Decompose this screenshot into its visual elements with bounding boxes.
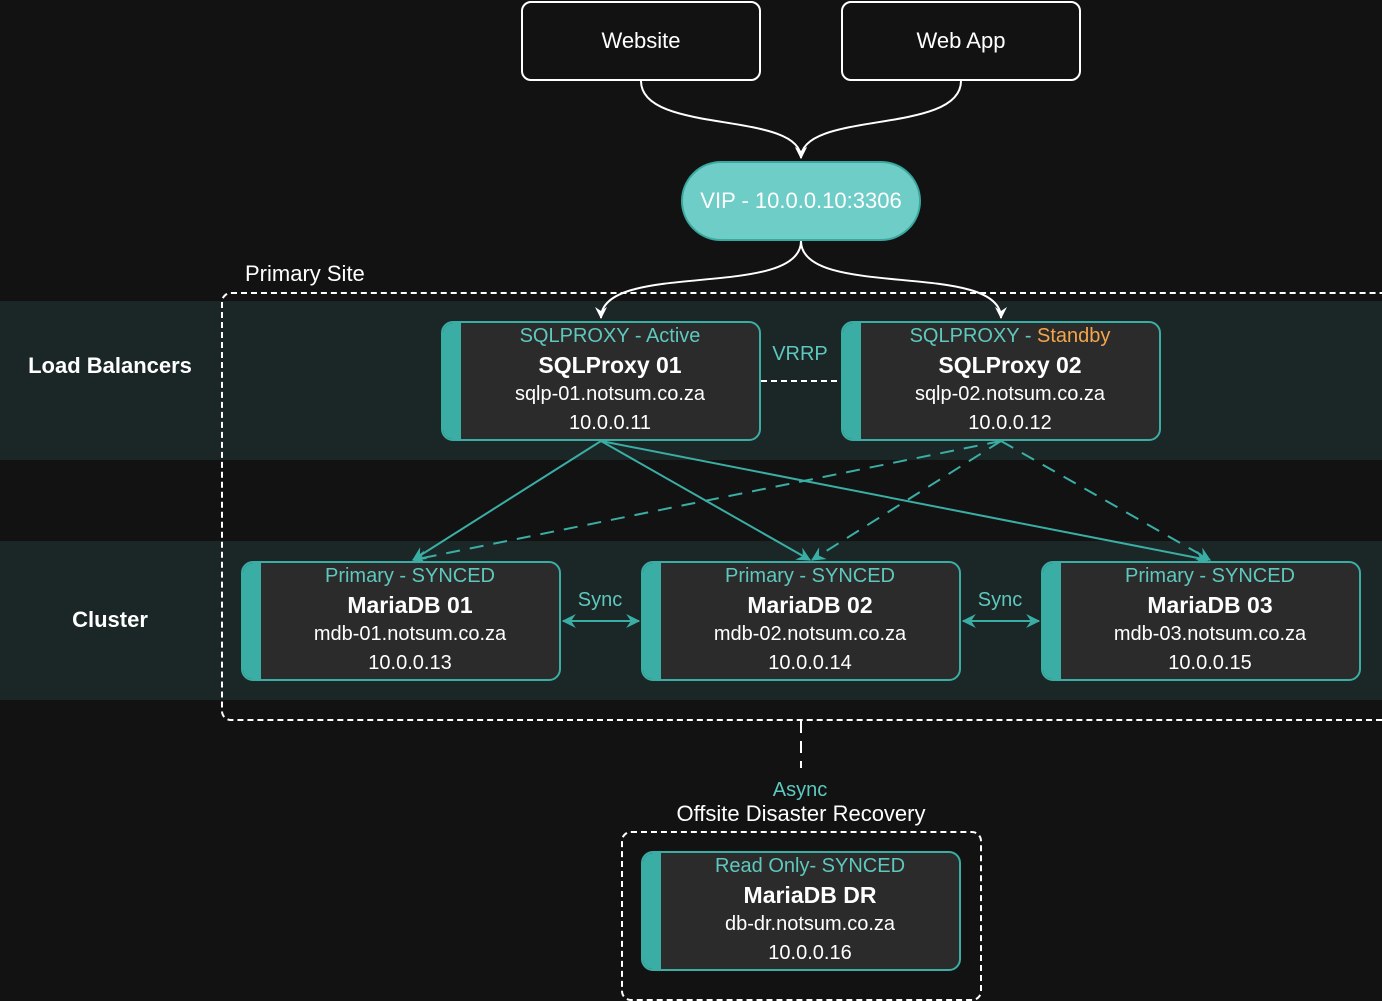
node-ip: 10.0.0.12 — [968, 412, 1052, 434]
node-hostname: mdb-02.notsum.co.za — [713, 623, 907, 645]
mariadb-dr-node: Read Only- SYNCED MariaDB DR db-dr.notsu… — [641, 851, 961, 971]
row-label-cluster: Cluster — [72, 607, 148, 632]
vip-node: VIP - 10.0.0.10:3306 — [681, 161, 921, 241]
node-name: MariaDB 02 — [747, 592, 873, 618]
node-ip: 10.0.0.11 — [569, 412, 651, 434]
node-accent-stripe — [1043, 563, 1061, 679]
node-status: Primary - SYNCED — [324, 565, 495, 587]
edge-proxy02-db03 — [1000, 440, 1212, 561]
node-hostname: db-dr.notsum.co.za — [724, 913, 896, 935]
edge-proxy02-db01 — [411, 440, 1002, 565]
node-hostname: sqlp-01.notsum.co.za — [514, 383, 706, 405]
mariadb-01-node: Primary - SYNCED MariaDB 01 mdb-01.notsu… — [241, 561, 561, 681]
edge-website-vip — [640, 80, 807, 159]
node-accent-stripe — [643, 853, 661, 969]
node-ip: 10.0.0.14 — [768, 652, 852, 674]
sync-label-2: Sync — [977, 589, 1023, 611]
edge-proxy02-db02 — [811, 440, 1002, 561]
mariadb-02-node: Primary - SYNCED MariaDB 02 mdb-02.notsu… — [641, 561, 961, 681]
async-label: Async — [772, 779, 828, 801]
sqlproxy-01-node: SQLPROXY - Active SQLProxy 01 sqlp-01.no… — [441, 321, 761, 441]
edge-proxy01-db03 — [600, 440, 1210, 565]
node-status: SQLPROXY - Standby — [909, 325, 1111, 347]
node-ip: 10.0.0.16 — [768, 942, 852, 964]
edge-vip-proxy02 — [800, 240, 1007, 319]
node-ip: 10.0.0.15 — [1168, 652, 1252, 674]
node-name: MariaDB 01 — [347, 592, 473, 618]
node-status: SQLPROXY - Active — [519, 325, 701, 347]
node-name: SQLProxy 01 — [538, 352, 682, 378]
webapp-node: Web App — [841, 1, 1081, 81]
node-name: MariaDB DR — [743, 882, 877, 908]
node-status: Primary - SYNCED — [724, 565, 895, 587]
dr-site-title: Offsite Disaster Recovery — [676, 801, 926, 826]
edge-vip-proxy01 — [595, 240, 802, 319]
node-hostname: mdb-01.notsum.co.za — [313, 623, 507, 645]
primary-site-title: Primary Site — [245, 261, 365, 286]
sync-label-1: Sync — [577, 589, 623, 611]
primary-site-boundary — [221, 292, 1382, 721]
node-accent-stripe — [443, 323, 461, 439]
node-ip: 10.0.0.13 — [368, 652, 452, 674]
node-accent-stripe — [843, 323, 861, 439]
node-name: MariaDB 03 — [1147, 592, 1273, 618]
edge-proxy01-db01 — [412, 440, 602, 561]
node-hostname: mdb-03.notsum.co.za — [1113, 623, 1307, 645]
mariadb-03-node: Primary - SYNCED MariaDB 03 mdb-03.notsu… — [1041, 561, 1361, 681]
website-node: Website — [521, 1, 761, 81]
state-active: Active — [645, 325, 701, 347]
row-label-load-balancers: Load Balancers — [28, 353, 192, 378]
sqlproxy-02-node: SQLPROXY - Standby SQLProxy 02 sqlp-02.n… — [841, 321, 1161, 441]
edge-webapp-vip — [795, 80, 962, 159]
node-accent-stripe — [243, 563, 261, 679]
state-standby: Standby — [1037, 325, 1111, 347]
node-status: Primary - SYNCED — [1124, 565, 1295, 587]
node-accent-stripe — [643, 563, 661, 679]
vrrp-label: VRRP — [772, 343, 828, 365]
node-name: SQLProxy 02 — [938, 352, 1082, 378]
node-hostname: sqlp-02.notsum.co.za — [914, 383, 1106, 405]
node-status: Read Only- SYNCED — [714, 855, 906, 877]
